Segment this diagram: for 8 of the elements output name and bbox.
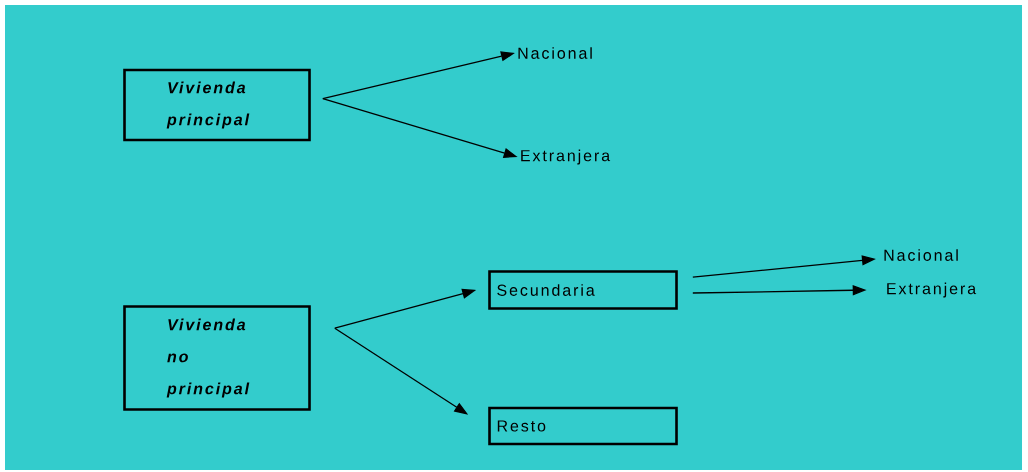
labeled-box: Resto xyxy=(488,406,678,446)
category-label: Nacional xyxy=(884,249,958,261)
category-label: Extranjera xyxy=(887,282,977,298)
labeled-box: Vivienda no principal xyxy=(123,305,311,411)
category-label: Extranjera xyxy=(521,149,611,165)
labeled-box: Secundaria xyxy=(488,270,678,310)
category-label: Nacional xyxy=(518,47,592,59)
labeled-box: Vivienda principal xyxy=(123,68,311,142)
